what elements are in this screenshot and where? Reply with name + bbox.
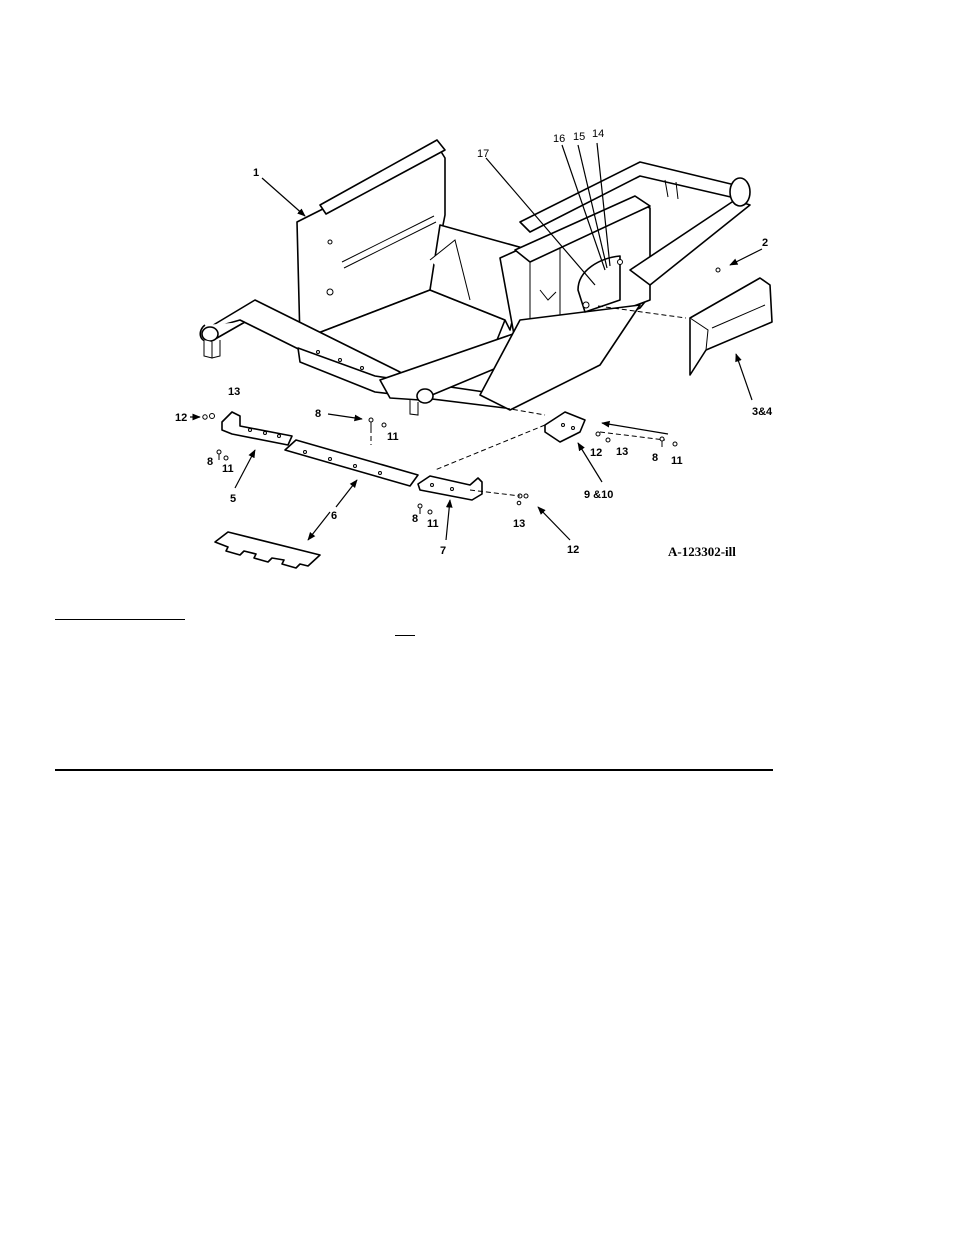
callout-3-4: 3&4 bbox=[752, 406, 773, 418]
callout-15: 15 bbox=[573, 131, 585, 143]
frame-assembly bbox=[199, 139, 751, 416]
callout-8-d: 8 bbox=[652, 452, 658, 464]
mini-rule bbox=[395, 635, 415, 636]
loose-parts bbox=[202, 267, 721, 569]
callout-12-a: 12 bbox=[175, 412, 187, 424]
figure-id: A-123302-ill bbox=[668, 544, 736, 559]
callout-13-b: 13 bbox=[616, 446, 628, 458]
rear-cover bbox=[689, 277, 773, 376]
callout-9-10: 9 &10 bbox=[584, 489, 613, 501]
callout-16: 16 bbox=[553, 133, 565, 145]
callout-labels: 1 2 3&4 5 6 7 8 8 8 8 9 &10 11 11 11 11 … bbox=[175, 128, 773, 559]
callout-1: 1 bbox=[253, 167, 259, 179]
callout-13-a: 13 bbox=[228, 386, 240, 398]
callout-8-c: 8 bbox=[412, 513, 418, 525]
callout-5: 5 bbox=[230, 493, 236, 505]
callout-6: 6 bbox=[331, 510, 337, 522]
short-rule bbox=[55, 619, 185, 620]
leader-lines bbox=[190, 142, 763, 541]
callout-14: 14 bbox=[592, 128, 604, 140]
section-divider bbox=[55, 769, 773, 771]
callout-2: 2 bbox=[762, 237, 768, 249]
callout-12-c: 12 bbox=[567, 544, 579, 556]
callout-11-c: 11 bbox=[427, 518, 439, 530]
callout-17: 17 bbox=[477, 148, 489, 160]
callout-12-b: 12 bbox=[590, 447, 602, 459]
callout-11-d: 11 bbox=[671, 455, 683, 467]
assembly-lines bbox=[370, 305, 687, 497]
callout-7: 7 bbox=[440, 545, 446, 557]
callout-11-a: 11 bbox=[387, 431, 399, 443]
exploded-parts-diagram: 1 2 3&4 5 6 7 8 8 8 8 9 &10 11 11 11 11 … bbox=[175, 128, 773, 569]
callout-11-b: 11 bbox=[222, 463, 234, 475]
callout-8-a: 8 bbox=[315, 408, 321, 420]
callout-13-c: 13 bbox=[513, 518, 525, 530]
callout-8-b: 8 bbox=[207, 456, 213, 468]
